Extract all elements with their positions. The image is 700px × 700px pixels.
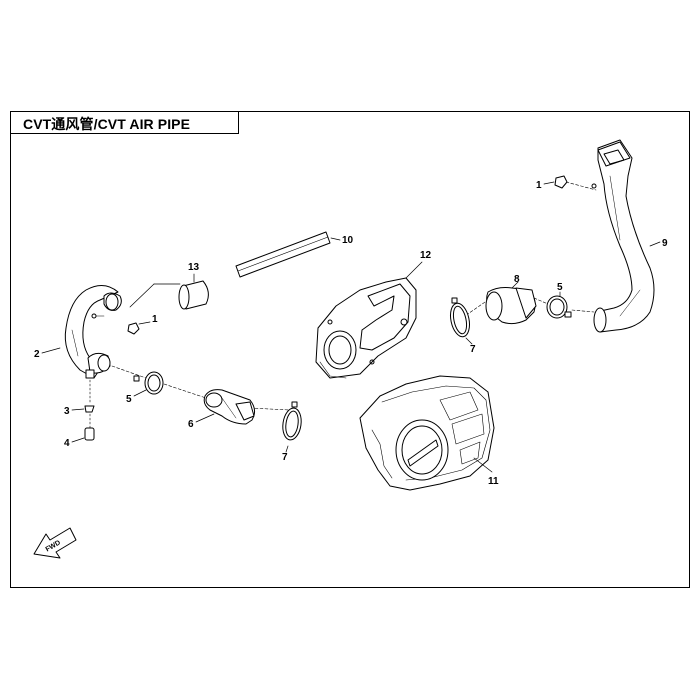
- callout-13: 13: [188, 262, 200, 273]
- callout-1-left: 1: [152, 314, 158, 325]
- callout-5-right: 5: [557, 282, 563, 293]
- callout-1-right: 1: [536, 180, 542, 191]
- part-13-sleeve: [129, 280, 209, 310]
- callout-7-lower: 7: [282, 452, 288, 463]
- callout-10: 10: [342, 235, 354, 246]
- callout-5-left: 5: [126, 394, 132, 405]
- part-1-nut-right: [543, 175, 568, 189]
- callout-11: 11: [488, 476, 499, 487]
- part-5-clamp-right: [546, 291, 572, 319]
- part-10-strip: [235, 231, 331, 278]
- part-1-nut-left: [127, 321, 151, 335]
- callout-12: 12: [420, 250, 432, 261]
- callout-7-upper: 7: [470, 344, 476, 355]
- fwd-arrow: FWD: [33, 527, 77, 559]
- part-2-pipe: [64, 285, 122, 379]
- part-9-pipe: [591, 139, 661, 333]
- callout-6: 6: [188, 419, 194, 430]
- part-11-cover: [359, 375, 495, 491]
- callout-4: 4: [64, 438, 70, 449]
- part-8-boot-upper: [485, 281, 537, 325]
- callout-9: 9: [662, 238, 668, 249]
- part-6-boot: [195, 389, 256, 425]
- callouts: 1 1 2 3 4 5 5 6 7 7 8 9 10 11 12 13: [34, 180, 668, 487]
- part-12-housing: [315, 261, 423, 379]
- part-3-clip: [71, 379, 95, 413]
- callout-2: 2: [34, 349, 40, 360]
- part-7-seal-upper: [450, 297, 473, 345]
- diagram-title: CVT通风管/CVT AIR PIPE: [23, 116, 191, 132]
- callout-8: 8: [514, 274, 520, 285]
- part-5-clamp-left: [133, 371, 164, 397]
- leader-2: [41, 347, 61, 354]
- leader-10: [330, 237, 341, 241]
- title-box: CVT通风管/CVT AIR PIPE: [10, 111, 239, 134]
- part-4-plug: [71, 413, 95, 443]
- part-7-seal-lower: [282, 401, 302, 453]
- callout-3: 3: [64, 406, 70, 417]
- diagram-frame: [10, 111, 690, 588]
